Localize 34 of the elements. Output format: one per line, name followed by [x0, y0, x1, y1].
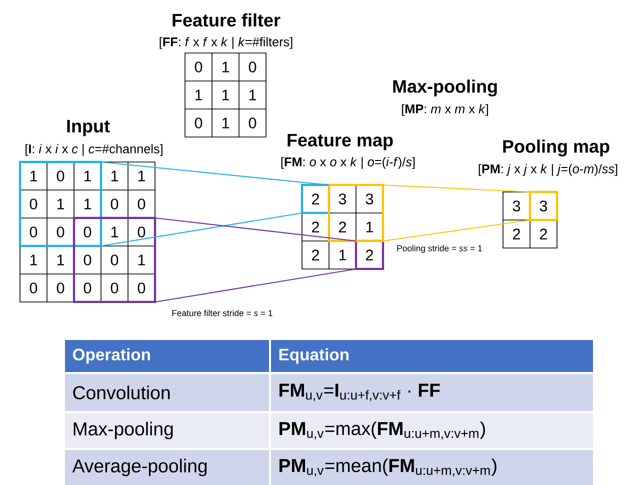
connector-line [154, 217, 356, 242]
node-label: 3 [512, 200, 520, 212]
table-cell: PM$_{u,v}$=max(FM$_{u:u+m,v:v+m}$) [271, 413, 593, 448]
table-cell: FM$_{u,v}$=I$_{u:u+f,v:v+f}$ · FF [271, 374, 593, 411]
heading: Feature map [288, 134, 393, 150]
stride-note: Pooling stride = ss = 1 [397, 244, 482, 254]
stride-note: Feature filter stride = s = 1 [172, 310, 272, 316]
connector-line [382, 184, 530, 193]
subtitle: [MP: m x m x k] [402, 104, 488, 116]
table-header-cell: Operation [65, 340, 269, 372]
table-cell: Max-pooling [65, 413, 269, 448]
subtitle: [I: i x i x c | c=#channels] [26, 144, 162, 156]
node-label: 3 [540, 200, 548, 212]
table-cell: Average-pooling [65, 450, 269, 485]
number-grid: 2 3 3 2 2 1 2 1 2 [302, 184, 384, 270]
table-cell: PM$_{u,v}$=mean(FM$_{u:u+m,v:v+m}$) [271, 450, 593, 485]
heading: Pooling map [503, 140, 610, 156]
table-cell: Convolution [65, 374, 269, 411]
number-grid: 0 1 0 1 1 1 0 1 0 [184, 52, 266, 138]
number-grid: 1 0 1 1 1 0 1 1 0 0 0 0 0 1 0 1 1 0 0 1 0 0 0 0 0 [20, 162, 156, 302]
connector-line [382, 219, 530, 242]
connector-line [100, 161, 330, 186]
heading: Feature filter [172, 13, 280, 27]
heading: Max-pooling [393, 80, 497, 96]
heading: Input [67, 120, 110, 136]
connector-line [154, 268, 356, 303]
subtitle: [FM: o x o x k | o=(i-f)/s] [281, 157, 415, 169]
table-header-cell: Equation [271, 340, 593, 372]
subtitle: [FF: f x f x k | k=#filters] [160, 37, 292, 49]
number-grid: 3 3 2 2 [502, 192, 558, 248]
connector-line [100, 212, 302, 247]
node-label: 2 [540, 228, 547, 240]
subtitle: [PM: j x j x k | j=(o-m)/ss] [478, 164, 618, 176]
node-label: 2 [513, 228, 520, 240]
